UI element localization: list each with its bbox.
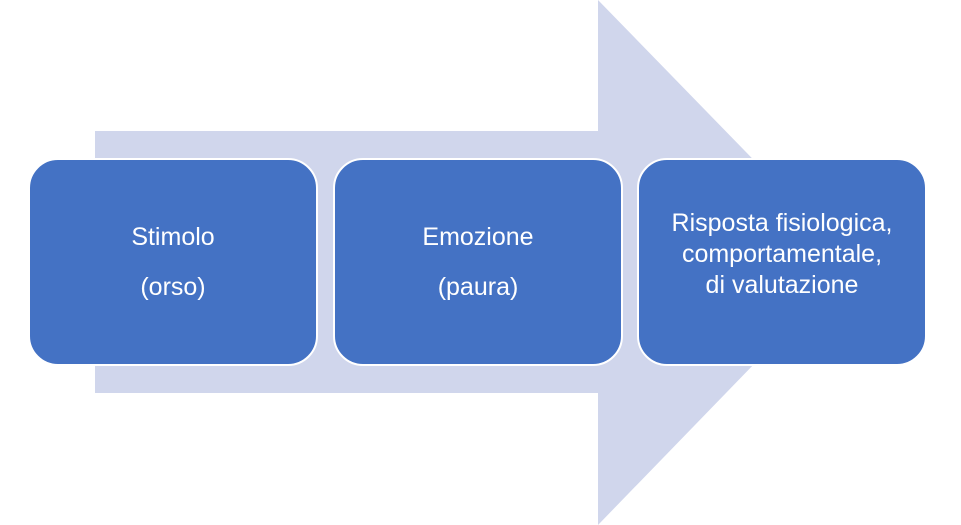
step-response-line-2: comportamentale, [681, 239, 883, 268]
step-stimulus-example: (orso) [140, 273, 206, 301]
step-emotion-box: Emozione (paura) [333, 158, 623, 366]
step-response-box: Risposta fisiologica, comportamentale, d… [637, 158, 927, 366]
step-stimulus-box: Stimolo (orso) [28, 158, 318, 366]
step-emotion-label: Emozione [422, 223, 534, 251]
step-response-line-3: di valutazione [705, 270, 859, 299]
step-emotion-example: (paura) [437, 273, 519, 301]
step-response-line-1: Risposta fisiologica, [671, 208, 893, 237]
step-stimulus-label: Stimolo [131, 223, 215, 251]
